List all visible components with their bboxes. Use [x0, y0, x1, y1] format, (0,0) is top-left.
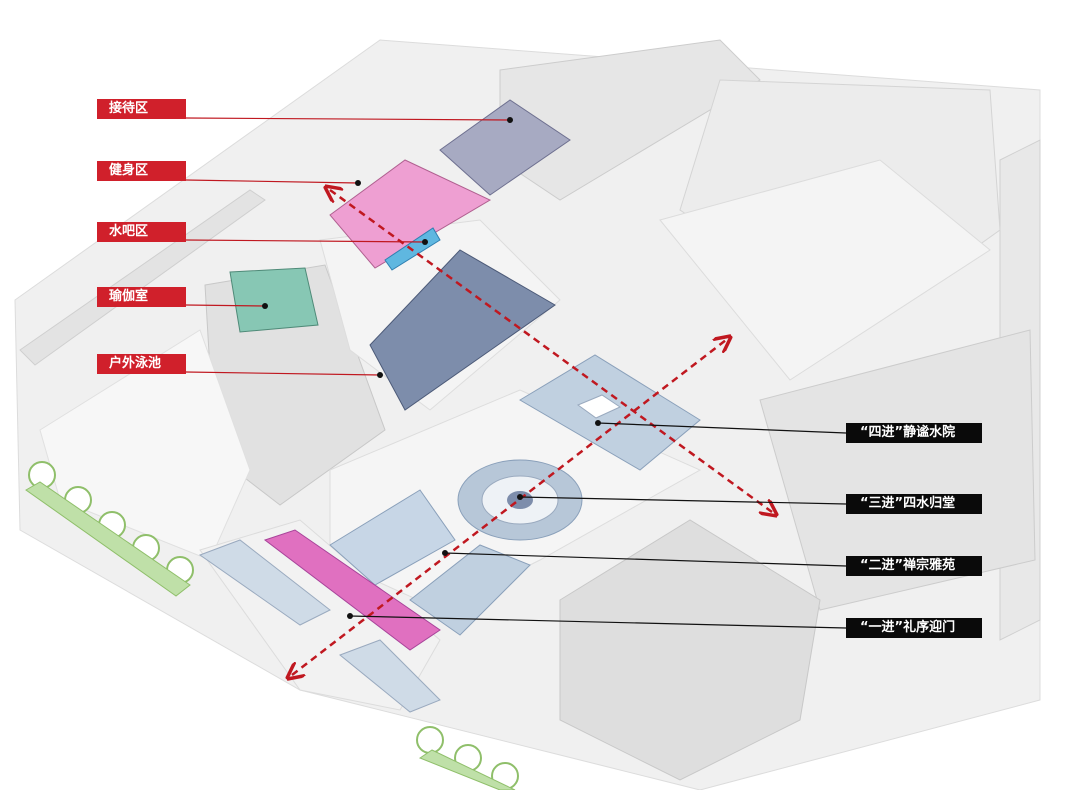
leader-dot	[355, 180, 361, 186]
east-building-block	[759, 329, 1036, 611]
leader-dot	[377, 372, 383, 378]
leader-dot	[422, 239, 428, 245]
leader-line-reception	[185, 117, 511, 121]
leader-line-first	[349, 615, 847, 629]
label-first-courtyard: “一进”礼序迎门	[846, 618, 982, 638]
label-yoga: 瑜伽室	[97, 287, 186, 307]
leader-line-water-bar	[185, 239, 426, 243]
label-second-courtyard: “二进”禅宗雅苑	[846, 556, 982, 576]
leader-dot	[347, 613, 353, 619]
leader-dot	[517, 494, 523, 500]
west-lawn	[39, 329, 251, 561]
leader-dot	[595, 420, 601, 426]
tree-icon	[416, 726, 444, 754]
leader-dot	[507, 117, 513, 123]
perimeter-wall-west	[19, 189, 266, 366]
leader-line-third	[519, 496, 847, 505]
leader-lines	[185, 117, 847, 629]
west-planting-strip	[25, 481, 191, 597]
circulation-axes	[292, 190, 772, 675]
leader-line-pool	[185, 371, 381, 376]
leader-dot	[442, 550, 448, 556]
leader-line-yoga	[185, 304, 266, 307]
trees	[25, 461, 519, 790]
label-water-bar: 水吧区	[97, 222, 186, 242]
label-outdoor-pool: 户外泳池	[97, 354, 186, 374]
leader-dot	[262, 303, 268, 309]
leader-line-second	[444, 552, 847, 567]
leader-line-fourth	[597, 422, 847, 434]
label-third-courtyard: “三进”四水归堂	[846, 494, 982, 514]
yoga-zone	[229, 267, 319, 333]
reception-zone	[439, 99, 571, 196]
south-planting-strip	[418, 749, 516, 790]
label-fourth-courtyard: “四进”静谧水院	[846, 423, 982, 443]
label-reception: 接待区	[97, 99, 186, 119]
label-fitness: 健身区	[97, 161, 186, 181]
leader-line-fitness	[185, 179, 359, 184]
